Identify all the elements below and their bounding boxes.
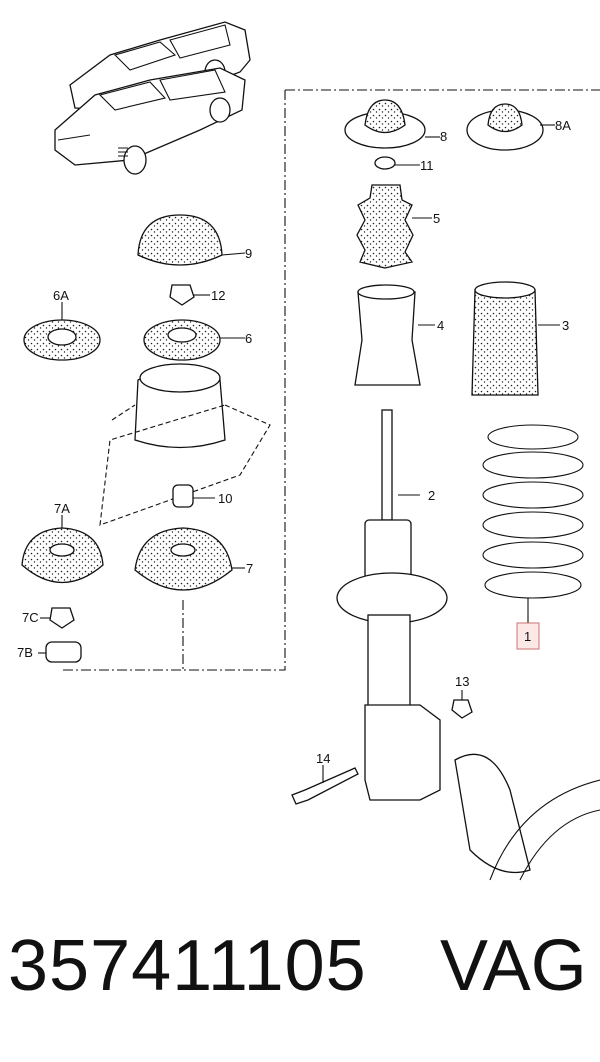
part-2-shock-absorber bbox=[336, 409, 448, 801]
callout-6A: 6A bbox=[53, 288, 69, 303]
part-6-strut-mount bbox=[143, 319, 245, 361]
part-5-bump-stop bbox=[356, 184, 432, 269]
callout-7C: 7C bbox=[22, 610, 39, 625]
part-1-coil-spring bbox=[482, 424, 584, 625]
part-12-nut bbox=[169, 284, 210, 306]
callout-3: 3 bbox=[562, 318, 569, 333]
highlight-box-1 bbox=[516, 622, 540, 650]
callout-13: 13 bbox=[455, 674, 469, 689]
part-14-bolt bbox=[291, 765, 359, 805]
callout-9: 9 bbox=[245, 246, 252, 261]
callout-7: 7 bbox=[246, 561, 253, 576]
part-9-dust-cap bbox=[137, 214, 246, 266]
callout-6: 6 bbox=[245, 331, 252, 346]
part-7C-nut bbox=[40, 607, 75, 629]
part-8-top-mount bbox=[344, 99, 440, 149]
callout-7B: 7B bbox=[17, 645, 33, 660]
callout-8A: 8A bbox=[555, 118, 571, 133]
group-bracket bbox=[63, 89, 600, 671]
part-13-nut bbox=[451, 690, 473, 719]
part-10-bushing bbox=[172, 484, 215, 508]
callout-12: 12 bbox=[211, 288, 225, 303]
part-8A-top-mount bbox=[466, 103, 555, 151]
wheel-hub-knuckle bbox=[454, 753, 600, 881]
callout-4: 4 bbox=[437, 318, 444, 333]
callout-14: 14 bbox=[316, 751, 330, 766]
part-mount-housing bbox=[99, 363, 271, 526]
callout-8: 8 bbox=[440, 129, 447, 144]
brand-name: VAG bbox=[440, 926, 587, 1006]
part-3-bellows bbox=[471, 281, 560, 396]
callout-10: 10 bbox=[218, 491, 232, 506]
part-7A-bearing-mount bbox=[21, 515, 104, 584]
part-number: 357411105 bbox=[8, 926, 367, 1006]
callout-5: 5 bbox=[433, 211, 440, 226]
car-sedan-illustration bbox=[54, 67, 246, 175]
callout-7A: 7A bbox=[54, 501, 70, 516]
part-7B-washer bbox=[38, 641, 82, 663]
part-4-dust-boot bbox=[354, 284, 435, 386]
part-7-bearing-mount bbox=[134, 527, 245, 591]
callout-2: 2 bbox=[428, 488, 435, 503]
callout-1: 1 bbox=[524, 629, 531, 644]
part-6A-strut-mount bbox=[23, 302, 101, 361]
suspension-exploded-diagram: 8 8A 11 5 9 12 6A 4 3 6 2 10 7A 7 7C 7B … bbox=[17, 21, 600, 881]
part-11-washer bbox=[374, 156, 420, 170]
callout-11: 11 bbox=[420, 158, 434, 173]
